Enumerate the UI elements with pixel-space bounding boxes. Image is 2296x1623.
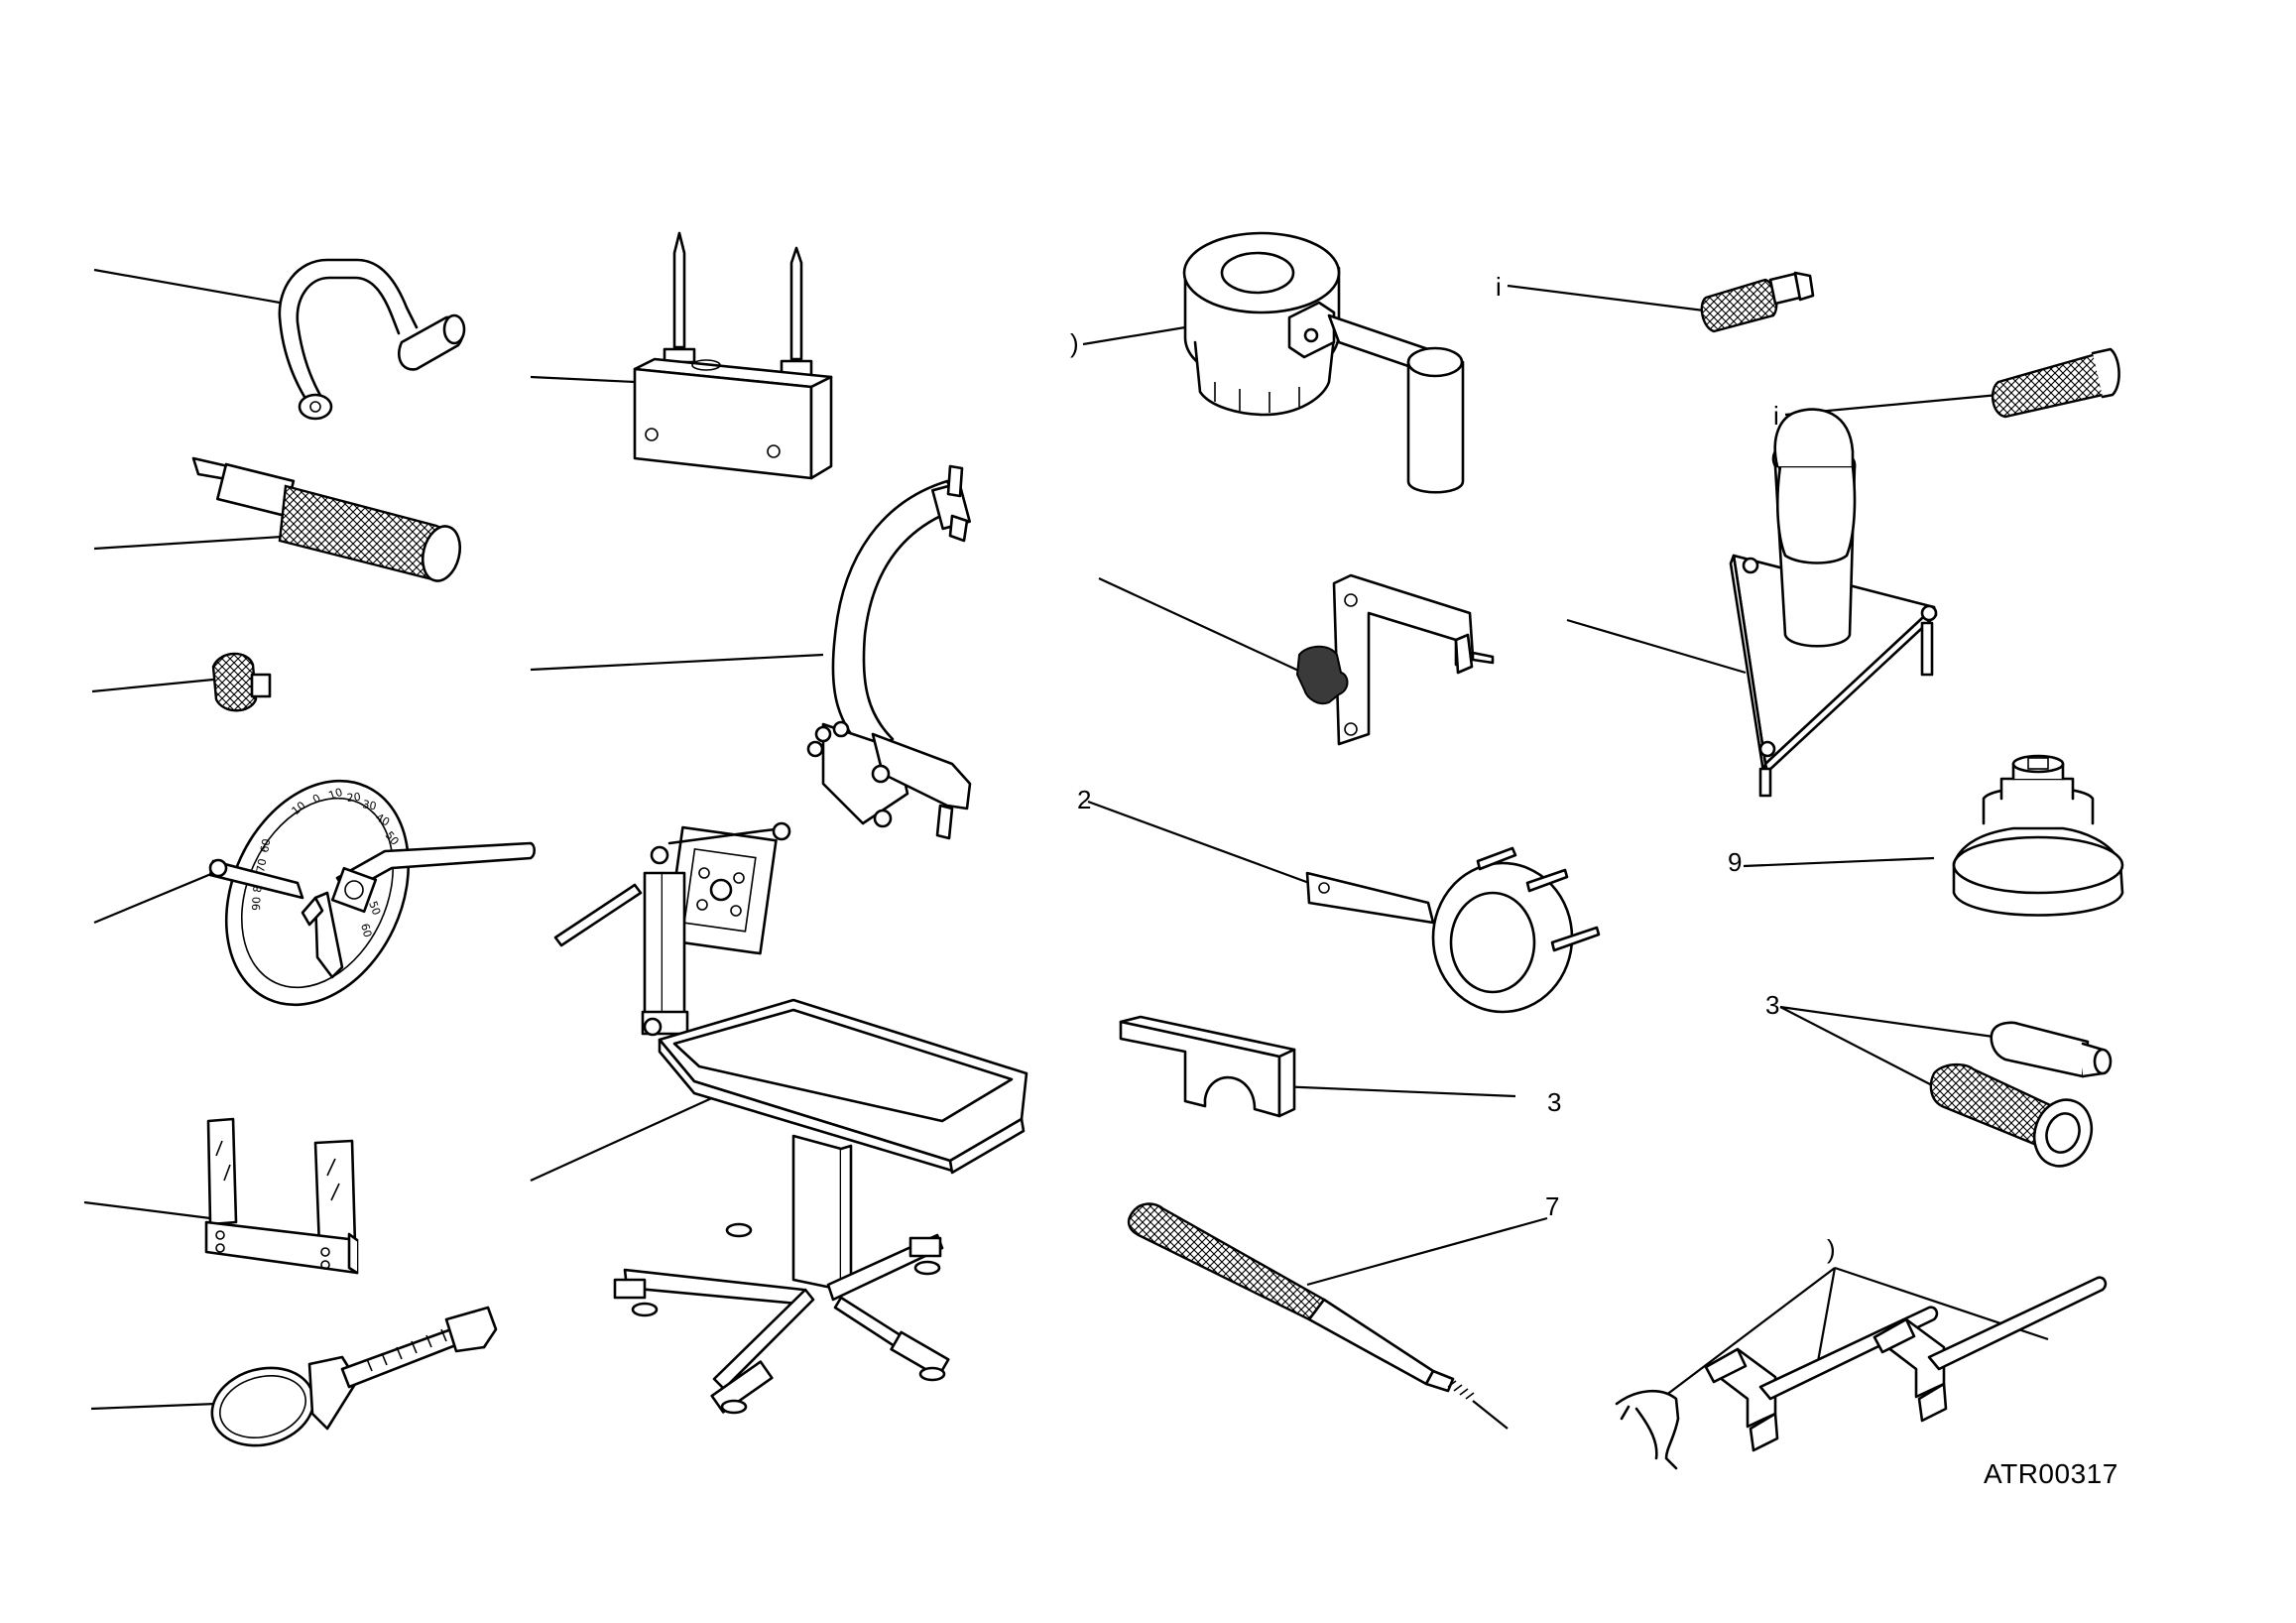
callout-labels: ) i i 2 9 3 3 7 ): [1070, 272, 1836, 1264]
knurled-rod-tool: [1127, 1202, 1509, 1430]
triangle-plate-tool: [1729, 408, 1938, 798]
callout-label: i: [1496, 272, 1502, 302]
knurled-nut-tool: [211, 652, 272, 712]
knurled-puller-tool: [191, 456, 462, 582]
flywheel-holder-tool: [1182, 231, 1465, 494]
crank-handle-tool: [278, 258, 466, 421]
callout-label: i: [1773, 401, 1779, 431]
ring-pin-tool: [1305, 846, 1601, 1014]
knurled-pin-tool-1: [1700, 271, 1815, 333]
callout-label: ): [1070, 328, 1079, 358]
dial-label: 40: [374, 811, 393, 828]
callout-label: ): [1827, 1234, 1836, 1264]
knurled-pin-tool-2: [1991, 347, 2120, 419]
callout-label: 3: [1547, 1087, 1561, 1117]
dial-label: 30: [361, 798, 377, 812]
dial-label: 60: [358, 922, 374, 938]
bell-base-tool: [1952, 754, 2124, 917]
strap-wrench-tool: [210, 1306, 498, 1447]
dial-label: 60: [258, 837, 273, 853]
timing-pin-plate-tool: [633, 231, 833, 480]
drawing-code: ATR00317: [1984, 1458, 2118, 1489]
dial-label: 90: [250, 897, 263, 911]
arc-bracket-tool: [806, 464, 972, 840]
knob-bracket-tool: [1295, 573, 1495, 746]
degree-wheel-tool: 10 0 10 20 30 40 50 60 70 80 90 50 60: [208, 779, 537, 1007]
fork-plate-tool: [204, 1117, 359, 1275]
dial-label: 70: [254, 857, 269, 873]
callout-label: 2: [1077, 785, 1091, 814]
callout-label: 7: [1545, 1191, 1559, 1221]
callout-label: 9: [1728, 847, 1742, 877]
clip-and-fork-tools: [1615, 1276, 2108, 1470]
slotted-plate-tool: [1119, 1015, 1296, 1118]
sleeve-pin-tool: [1929, 1021, 2113, 1168]
dial-label: 10: [327, 786, 345, 803]
dial-label: 50: [366, 900, 383, 918]
engine-stand: [553, 821, 1028, 1415]
callout-label: 3: [1765, 990, 1779, 1020]
dial-label: 20: [346, 791, 361, 805]
